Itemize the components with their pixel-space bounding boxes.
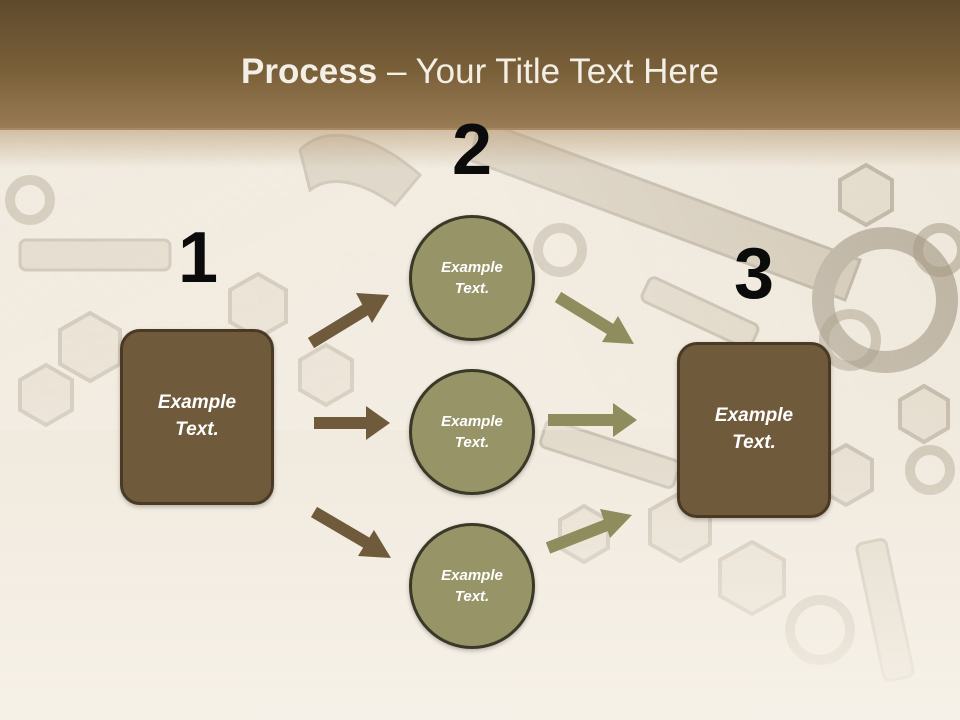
- step-1-box[interactable]: Example Text.: [120, 329, 274, 505]
- step-number-1[interactable]: 1: [177, 218, 219, 298]
- arrow-circle-bottom-to-box3: [545, 509, 632, 554]
- slide-title-bold: Process: [241, 52, 378, 91]
- title-bar: [0, 0, 960, 130]
- step-2-circle-top-label: Example Text.: [441, 259, 503, 297]
- arrow-circle-middle-to-box3: [548, 403, 637, 437]
- arrow-box1-to-circle-middle: [314, 406, 390, 440]
- arrow-box1-to-circle-top: [307, 293, 389, 349]
- step-2-circle-middle[interactable]: Example Text.: [409, 369, 535, 495]
- step-number-2[interactable]: 2: [451, 110, 493, 190]
- step-3-box[interactable]: Example Text.: [677, 342, 831, 518]
- arrow-box1-to-circle-bottom: [310, 506, 391, 558]
- step-2-circle-top[interactable]: Example Text.: [409, 215, 535, 341]
- arrow-circle-top-to-box3: [554, 291, 634, 344]
- step-1-box-label: Example Text.: [157, 392, 237, 440]
- step-2-circle-bottom[interactable]: Example Text.: [409, 523, 535, 649]
- title-bar-fade: [0, 128, 960, 168]
- slide-title[interactable]: Process – Your Title Text Here: [0, 52, 960, 92]
- step-2-circle-middle-label: Example Text.: [441, 413, 503, 451]
- slide-title-rest: – Your Title Text Here: [377, 52, 719, 91]
- step-number-3[interactable]: 3: [733, 234, 775, 314]
- step-2-circle-bottom-label: Example Text.: [441, 567, 503, 605]
- step-3-box-label: Example Text.: [714, 405, 794, 453]
